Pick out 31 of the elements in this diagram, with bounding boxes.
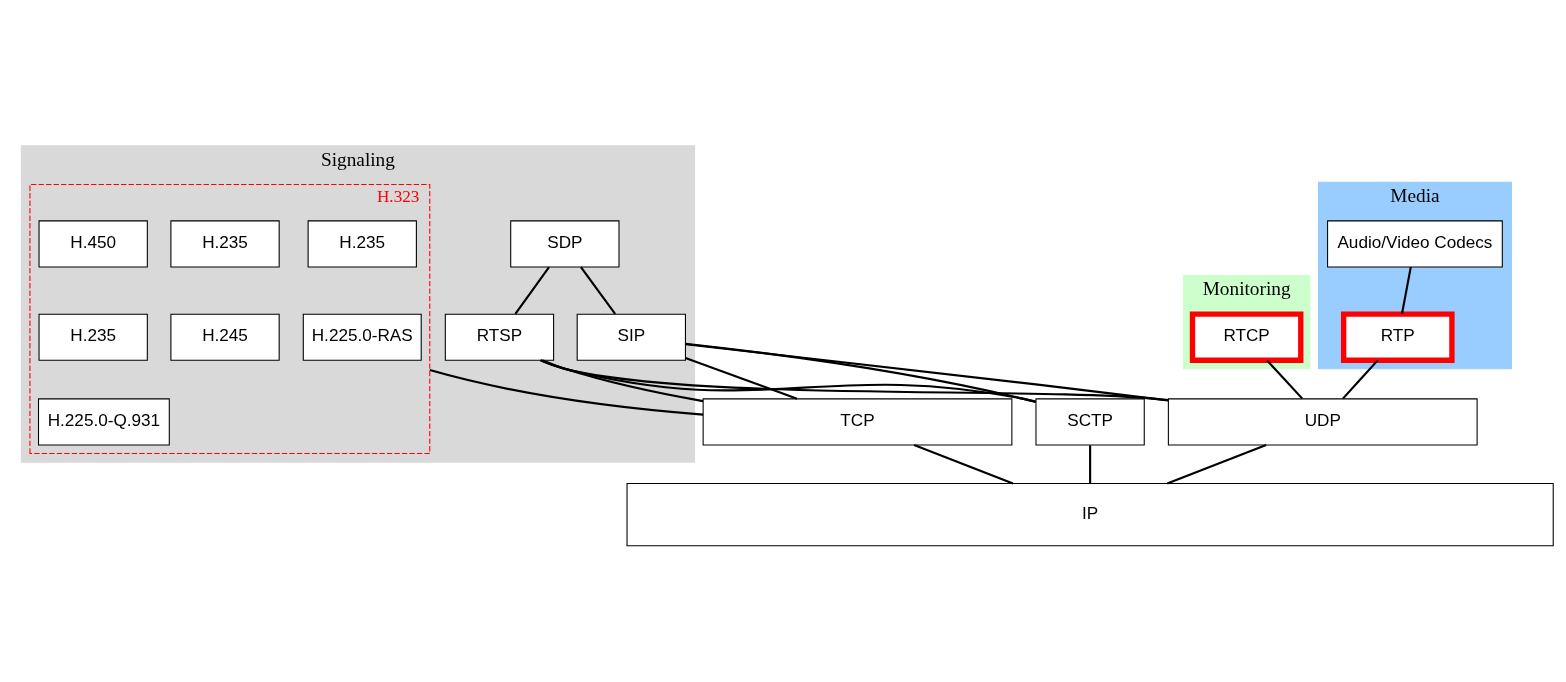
- node-box: H.225.0-RAS: [302, 313, 422, 361]
- node-box: H.235: [307, 219, 417, 268]
- connector: [429, 368, 704, 416]
- node-box: Audio/Video Codecs: [1327, 219, 1503, 268]
- node-box: SDP: [510, 219, 620, 268]
- connector: [1166, 443, 1267, 484]
- connector: [1266, 359, 1304, 399]
- connector: [685, 356, 798, 400]
- connector: [1400, 266, 1412, 314]
- node-box: H.225.0-Q.931: [37, 397, 170, 445]
- node-box: SCTP: [1035, 397, 1145, 445]
- node-box: IP: [626, 482, 1554, 546]
- connector: [542, 358, 704, 402]
- connector: [1089, 444, 1092, 483]
- node-box: TCP: [702, 397, 1013, 445]
- connector: [514, 265, 550, 315]
- node-box: H.450: [38, 219, 148, 268]
- connector: [1342, 359, 1379, 399]
- connector: [540, 358, 1036, 403]
- node-box: RTCP: [1189, 311, 1304, 363]
- node-box: RTP: [1340, 311, 1455, 363]
- node-box: RTSP: [444, 313, 555, 361]
- node-box: H.235: [170, 219, 280, 268]
- connector: [580, 265, 616, 315]
- connector: [913, 443, 1014, 484]
- connector: [685, 342, 1037, 403]
- node-box: SIP: [576, 313, 686, 361]
- node-box: H.245: [170, 313, 280, 361]
- connector: [540, 358, 1169, 401]
- node-box: H.235: [38, 313, 148, 361]
- node-box: UDP: [1167, 397, 1478, 445]
